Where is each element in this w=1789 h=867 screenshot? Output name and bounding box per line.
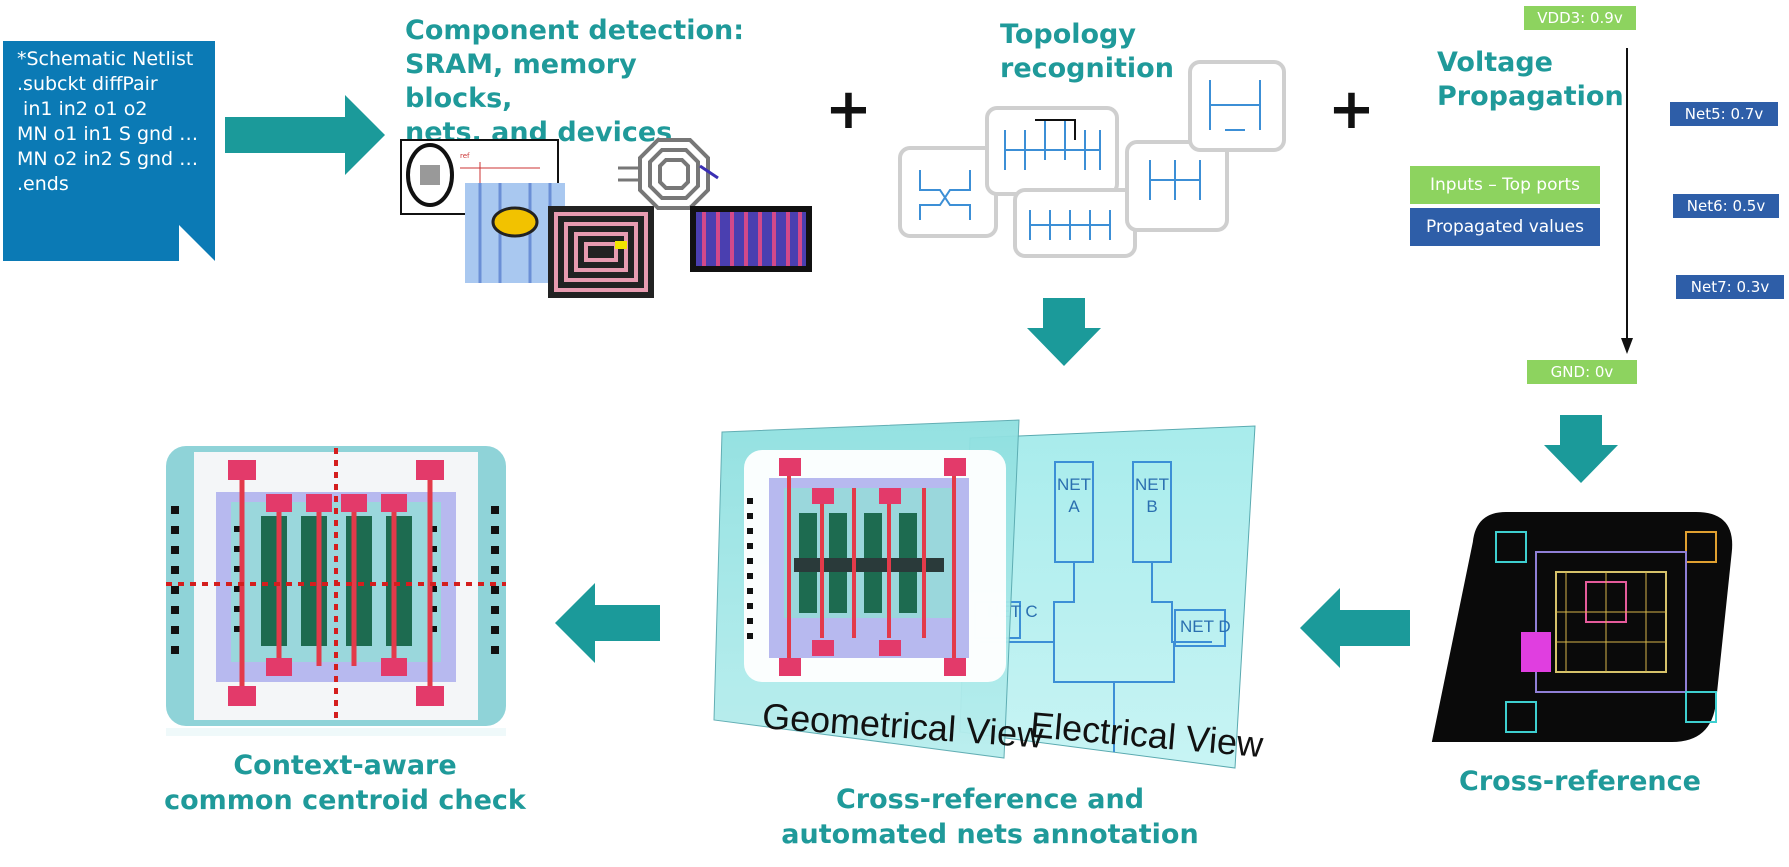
arrow-left-icon [1300, 588, 1410, 668]
voltage-down-arrow [1621, 48, 1633, 354]
legend-inputs: Inputs – Top ports [1410, 166, 1600, 204]
caption-line: Cross-reference and [835, 784, 1145, 815]
netlist-line: MN o2 in2 S gnd … [17, 148, 199, 170]
voltage-propagation-title: Voltage Propagation [1437, 46, 1657, 114]
arrow-left-icon [555, 583, 660, 663]
component-detection-thumbnails: ref [400, 138, 812, 298]
netlist-line: *Schematic Netlist [17, 48, 194, 70]
legend-propagated: Propagated values [1410, 208, 1600, 246]
arrow-down-icon [1027, 298, 1101, 366]
netlist-line: .subckt diffPair [17, 73, 158, 95]
topology-thumbnails [898, 60, 1286, 258]
geometrical-view-panel [713, 419, 1020, 759]
net6-tag: Net6: 0.5v [1673, 194, 1779, 218]
common-centroid-layout-image [166, 446, 506, 736]
title-line: Propagation [1437, 81, 1624, 112]
plus-sign: + [1328, 77, 1375, 142]
centroid-caption: Context-aware common centroid check [160, 748, 530, 818]
cross-reference-caption: Cross-reference [1459, 766, 1701, 797]
title-line: recognition [1000, 53, 1174, 84]
netlist-line: .ends [17, 173, 69, 195]
caption-line: common centroid check [164, 785, 526, 816]
netlist-line: MN o1 in1 S gnd … [17, 123, 199, 145]
arrow-right-icon [225, 95, 385, 175]
annotation-caption: Cross-reference and automated nets annot… [780, 782, 1200, 852]
net-label-line: NET [1135, 475, 1169, 494]
caption-line: automated nets annotation [781, 819, 1199, 850]
caption-line: Context-aware [233, 750, 457, 781]
net-d-label: NET D [1180, 617, 1231, 636]
net5-tag: Net5: 0.7v [1670, 102, 1778, 126]
net-a-label: NET A [1057, 474, 1091, 518]
title-line: Component detection: [405, 15, 745, 46]
vdd-tag: VDD3: 0.9v [1524, 6, 1636, 30]
svg-text:ref: ref [460, 152, 470, 160]
topology-title: Topology recognition [1000, 18, 1220, 86]
plus-sign: + [825, 77, 872, 142]
cross-reference-layout-image [1431, 512, 1733, 742]
title-line: Topology [1000, 19, 1136, 50]
title-line: Voltage [1437, 47, 1553, 78]
page-fold-corner [179, 225, 215, 261]
title-line: SRAM, memory blocks, [405, 49, 637, 114]
electrical-view-panel [959, 425, 1256, 769]
netlist-line: in1 in2 o1 o2 [17, 98, 148, 120]
component-detection-title: Component detection: SRAM, memory blocks… [405, 14, 745, 150]
net-label-line: A [1068, 497, 1080, 516]
gnd-tag: GND: 0v [1527, 360, 1637, 384]
net7-tag: Net7: 0.3v [1676, 275, 1784, 299]
schematic-netlist-card: *Schematic Netlist .subckt diffPair in1 … [3, 41, 215, 261]
arrow-down-icon [1544, 415, 1618, 483]
net-b-label: NET B [1135, 474, 1169, 518]
net-label-line: NET [1057, 475, 1091, 494]
net-label-line: B [1146, 497, 1158, 516]
